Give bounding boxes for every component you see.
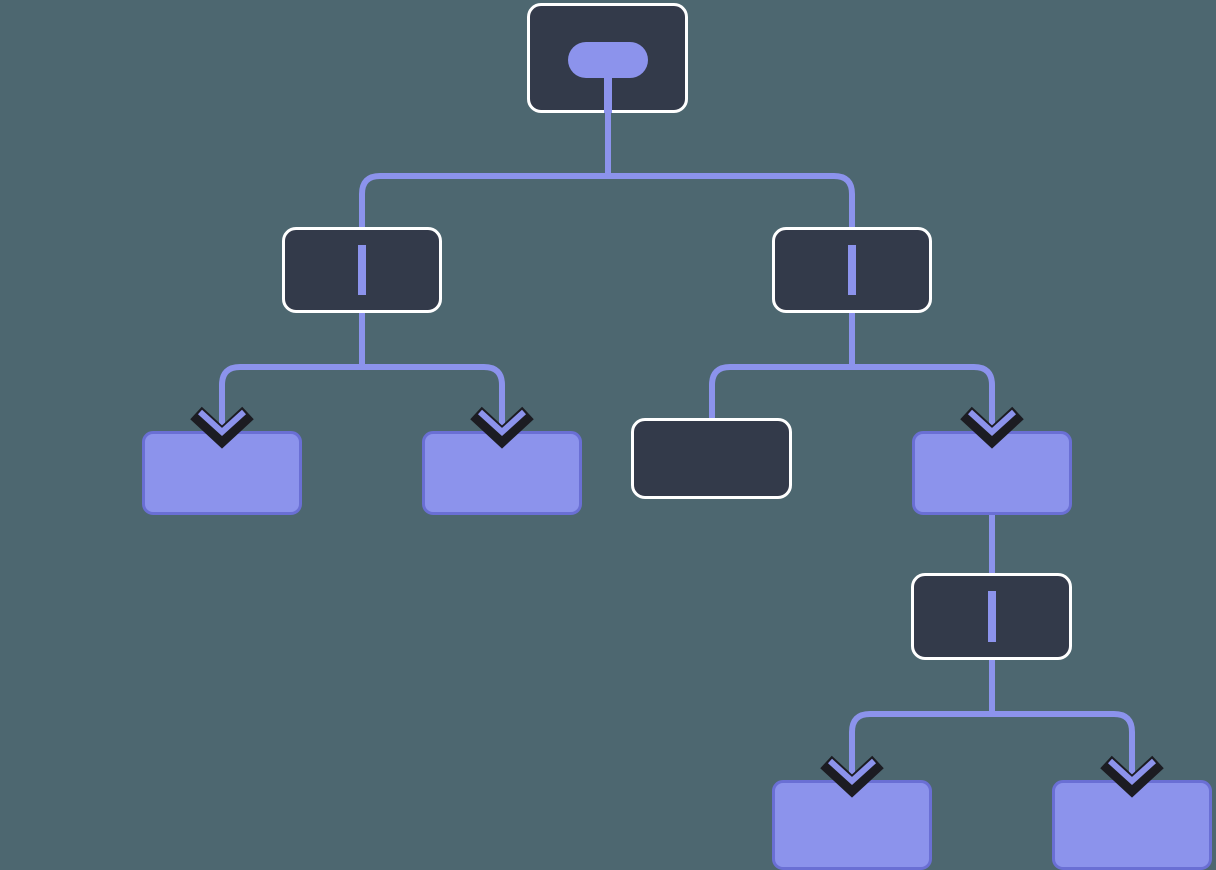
node-leaf-2[interactable] <box>422 431 582 515</box>
node-leaf-1[interactable] <box>142 431 302 515</box>
edge-branchright-to-leaf3 <box>852 364 995 437</box>
branch-sub-through-line <box>988 591 996 642</box>
edge-subbranch-to-leaf5 <box>992 711 1135 786</box>
edge-subbranch-to-leaf4 <box>849 711 992 786</box>
edge-root-to-branch-left <box>359 173 608 232</box>
node-leaf-4[interactable] <box>772 780 932 870</box>
node-leaf-5[interactable] <box>1052 780 1212 870</box>
edge-root-to-branch-right <box>608 173 855 232</box>
branch-right-through-line <box>848 245 856 295</box>
edge-branchright-to-emptybox <box>709 364 852 420</box>
node-empty-box[interactable] <box>631 418 792 499</box>
edge-branchleft-to-leaf2 <box>362 364 505 437</box>
branch-left-through-line <box>358 245 366 295</box>
node-leaf-3[interactable] <box>912 431 1072 515</box>
root-stem <box>604 70 612 113</box>
edge-branchleft-to-leaf1 <box>219 364 362 437</box>
